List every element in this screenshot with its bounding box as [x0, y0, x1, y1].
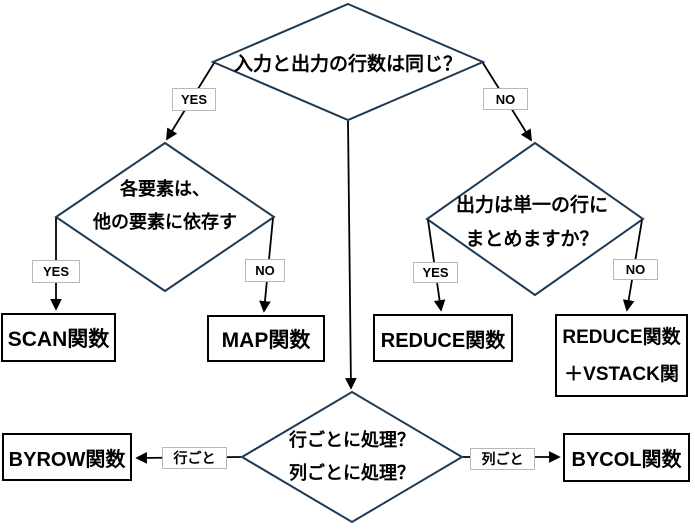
branch-label-single-row-yes: YES [413, 262, 458, 283]
decision-diamond-rows-same [210, 2, 486, 122]
branch-label-depends-no: NO [245, 259, 285, 282]
branch-label-single-row-no: NO [613, 259, 658, 280]
result-box-scan: SCAN関数 [1, 313, 116, 362]
result-box-reduce-vstack-line2: ＋VSTACK関 [564, 363, 679, 385]
decision-diamond-single-row [425, 141, 645, 297]
result-box-reduce-vstack-line1: REDUCE関数 [562, 326, 681, 348]
result-box-bycol: BYCOL関数 [563, 433, 690, 482]
connector-rows-same-bottom [345, 120, 357, 390]
branch-label-rows-same-no: NO [483, 88, 528, 110]
result-box-byrow: BYROW関数 [2, 433, 132, 481]
result-box-map: MAP関数 [207, 315, 325, 362]
result-box-reduce: REDUCE関数 [373, 314, 513, 362]
result-box-reduce-vstack: REDUCE関数 ＋VSTACK関 [555, 314, 688, 397]
branch-label-depends-yes: YES [32, 260, 80, 283]
decision-diamond-row-or-col [240, 390, 464, 524]
branch-label-by-col: 列ごと [470, 448, 535, 470]
branch-label-rows-same-yes: YES [172, 88, 216, 111]
decision-diamond-depends [54, 141, 276, 293]
branch-label-by-row: 行ごと [162, 447, 227, 469]
